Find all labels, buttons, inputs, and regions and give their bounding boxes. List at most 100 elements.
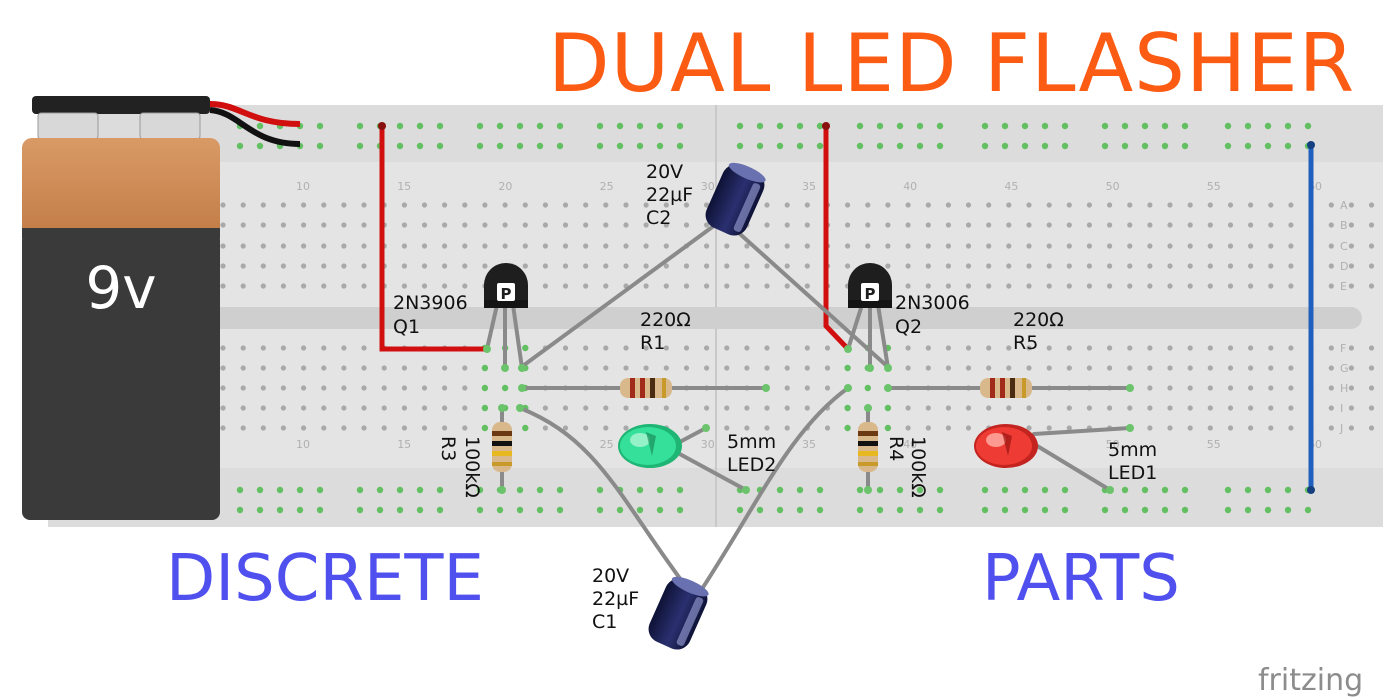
contact (1126, 424, 1134, 432)
breadboard-hole (301, 425, 307, 431)
breadboard-hole (316, 122, 324, 130)
breadboard-hole (925, 425, 931, 431)
breadboard-hole (683, 365, 690, 371)
breadboard-hole (316, 142, 324, 150)
breadboard-hole (381, 385, 387, 391)
breadboard-hole (220, 222, 226, 228)
breadboard-hole (623, 222, 629, 228)
breadboard-hole (240, 405, 246, 411)
breadboard-hole (704, 222, 710, 228)
q1-leads (485, 303, 524, 370)
breadboard-hole (844, 364, 851, 372)
breadboard-hole (936, 486, 944, 494)
contact (866, 364, 874, 372)
breadboard-hole (1284, 122, 1292, 130)
breadboard-hole (1026, 263, 1032, 269)
column-number: 15 (397, 438, 411, 451)
breadboard-hole (816, 506, 824, 514)
breadboard-hole (784, 365, 790, 371)
breadboard-hole (462, 243, 468, 249)
breadboard-hole (1268, 222, 1274, 228)
breadboard-hole (804, 222, 810, 228)
led2-size-label: 5mm (727, 431, 776, 453)
breadboard-hole (256, 142, 264, 150)
breadboard-hole (724, 405, 730, 411)
breadboard-hole (1227, 385, 1234, 391)
breadboard-hole (981, 122, 989, 130)
breadboard-hole (442, 385, 448, 391)
breadboard-hole (845, 243, 851, 249)
breadboard-hole (986, 365, 992, 371)
breadboard-hole (616, 122, 624, 130)
breadboard-hole (542, 365, 549, 371)
breadboard-hole (1141, 486, 1149, 494)
breadboard-hole (321, 222, 327, 228)
breadboard-hole (603, 243, 609, 249)
led1-leads (1032, 426, 1132, 492)
breadboard-hole (1328, 222, 1334, 228)
breadboard-hole (804, 405, 810, 411)
breadboard-hole (1127, 202, 1133, 208)
resistor-r3 (492, 422, 512, 472)
breadboard-hole (361, 365, 367, 371)
r3-band (492, 431, 512, 436)
breadboard-hole (776, 506, 784, 514)
breadboard-hole (876, 506, 884, 514)
breadboard-hole (1066, 202, 1072, 208)
breadboard-hole (1046, 243, 1052, 249)
breadboard-hole (1348, 263, 1354, 269)
breadboard-hole (1207, 243, 1213, 249)
breadboard-hole (1141, 506, 1149, 514)
breadboard-hole (1147, 365, 1153, 371)
breadboard-hole (704, 345, 710, 351)
breadboard-hole (462, 263, 468, 269)
breadboard-hole (1026, 202, 1032, 208)
breadboard-hole (945, 365, 952, 371)
breadboard-hole (1046, 263, 1052, 269)
breadboard-hole (401, 283, 407, 289)
breadboard-hole (905, 283, 911, 289)
breadboard-hole (796, 486, 804, 494)
breadboard-hole (1041, 122, 1049, 130)
breadboard-hole (1328, 283, 1334, 289)
column-number: 45 (1004, 180, 1018, 193)
breadboard-hole (1268, 385, 1274, 391)
breadboard-hole (220, 365, 226, 371)
breadboard-hole (986, 263, 992, 269)
breadboard-hole (736, 142, 744, 150)
breadboard-hole (341, 425, 347, 431)
breadboard-hole (1147, 202, 1153, 208)
breadboard-hole (925, 345, 931, 351)
breadboard-hole (481, 364, 489, 372)
breadboard-hole (256, 122, 264, 130)
breadboard-hole (516, 142, 524, 150)
breadboard-hole (1187, 425, 1193, 431)
breadboard-hole (416, 122, 424, 130)
breadboard-hole (925, 365, 931, 371)
breadboard-hole (280, 283, 286, 289)
breadboard-hole (260, 202, 266, 208)
breadboard-hole (986, 283, 992, 289)
breadboard-hole (1066, 243, 1072, 249)
breadboard-hole (260, 243, 266, 249)
c2-lead-right (728, 223, 890, 369)
breadboard-hole (1021, 142, 1029, 150)
breadboard-hole (596, 122, 604, 130)
breadboard-hole (764, 202, 770, 208)
breadboard-hole (1248, 263, 1254, 269)
column-number: 30 (701, 438, 715, 451)
breadboard-hole (885, 202, 891, 208)
breadboard-hole (562, 222, 569, 228)
breadboard-hole (361, 425, 367, 431)
breadboard-hole (784, 405, 790, 411)
breadboard-hole (1147, 243, 1153, 249)
breadboard-hole (501, 384, 509, 392)
q2-mark: P (865, 285, 876, 303)
breadboard-hole (361, 405, 367, 411)
breadboard-hole (1107, 222, 1113, 228)
breadboard-hole (1107, 283, 1113, 289)
breadboard-hole (583, 243, 589, 249)
breadboard-hole (301, 243, 307, 249)
breadboard-hole (1264, 122, 1272, 130)
breadboard-hole (656, 142, 664, 150)
